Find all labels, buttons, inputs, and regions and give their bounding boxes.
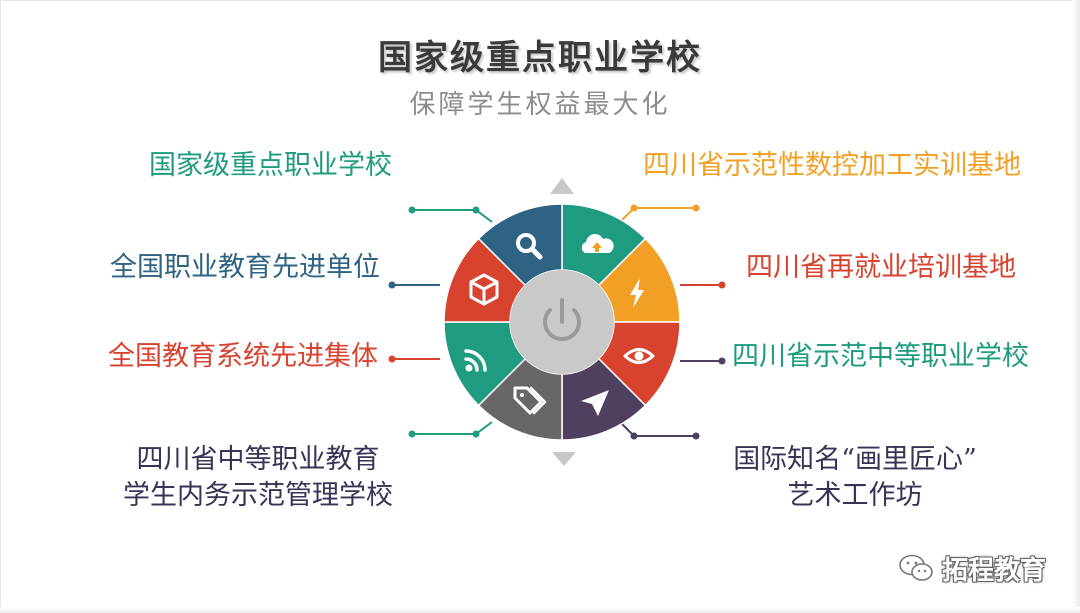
search-icon [516,233,543,260]
connector-bottom-right [619,421,700,440]
connector-left-lower [388,355,440,363]
eye-icon [623,348,655,364]
watermark: 拓程教育 [898,548,1046,588]
honor-cnc-training-base: 四川省示范性数控加工实训基地 [643,148,1021,184]
connector-top-right [619,204,700,223]
connector-dot [472,206,480,214]
honor-label-line-1: 国际知名“画里匠心” [733,444,977,475]
connector-dot [388,281,396,289]
connector-dot [472,430,480,438]
honor-label-line-2: 艺术工作坊 [787,480,923,511]
honor-label: 全国职业教育先进单位 [110,252,380,283]
page-subtitle: 保障学生权益最大化 [409,90,671,120]
connector-right-upper [680,281,726,289]
connector-top-left [408,206,493,223]
honor-label: 全国教育系统先进集体 [108,341,378,372]
honor-national-advanced-collective: 全国教育系统先进集体 [108,339,378,375]
honor-label-line-2: 学生内务示范管理学校 [123,480,393,511]
honor-national-advanced-unit: 全国职业教育先进单位 [110,250,380,286]
slide-edge-bottom [0,607,1080,613]
honor-label: 四川省示范中等职业学校 [732,341,1029,372]
connector-line [412,209,493,223]
power-icon [543,298,581,342]
honor-reemployment-base: 四川省再就业培训基地 [746,250,1016,286]
send-icon [581,390,609,416]
rss-icon [464,349,487,372]
honor-label: 四川省示范性数控加工实训基地 [643,150,1021,181]
honor-art-workshop: 国际知名“画里匠心” 艺术工作坊 [705,442,1005,514]
connector-dot [692,204,700,212]
arrow-down-icon [552,452,576,466]
connector-dot [692,432,700,440]
slide-edge-right [1072,0,1080,613]
lightning-icon [630,278,644,308]
connector-bottom-left [408,421,493,438]
page-title: 国家级重点职业学校 [378,38,702,78]
honor-label: 国家级重点职业学校 [149,150,392,181]
wechat-icon [899,554,933,581]
connector-right-lower [680,357,726,365]
connector-dot [630,432,638,440]
tag-icon [513,386,547,415]
connector-dot [408,430,416,438]
connector-left-upper [388,281,440,289]
connector-dot [718,357,726,365]
honor-dorm-management-school: 四川省中等职业教育 学生内务示范管理学校 [108,442,408,514]
connector-dot [718,281,726,289]
connector-line [412,421,493,435]
cloud-upload-icon [581,234,614,253]
segment-cube [477,203,563,287]
honor-demo-vocational-school: 四川省示范中等职业学校 [732,339,1029,375]
honor-label-line-1: 四川省中等职业教育 [136,444,380,475]
watermark-text: 拓程教育 [942,555,1047,586]
honor-label: 四川省再就业培训基地 [746,252,1016,283]
connector-dot [388,355,396,363]
connector-dot [630,204,638,212]
arrow-up-icon [550,178,574,194]
connector-dot [408,206,416,214]
cube-icon [469,273,499,306]
honor-national-key-school: 国家级重点职业学校 [149,148,392,184]
